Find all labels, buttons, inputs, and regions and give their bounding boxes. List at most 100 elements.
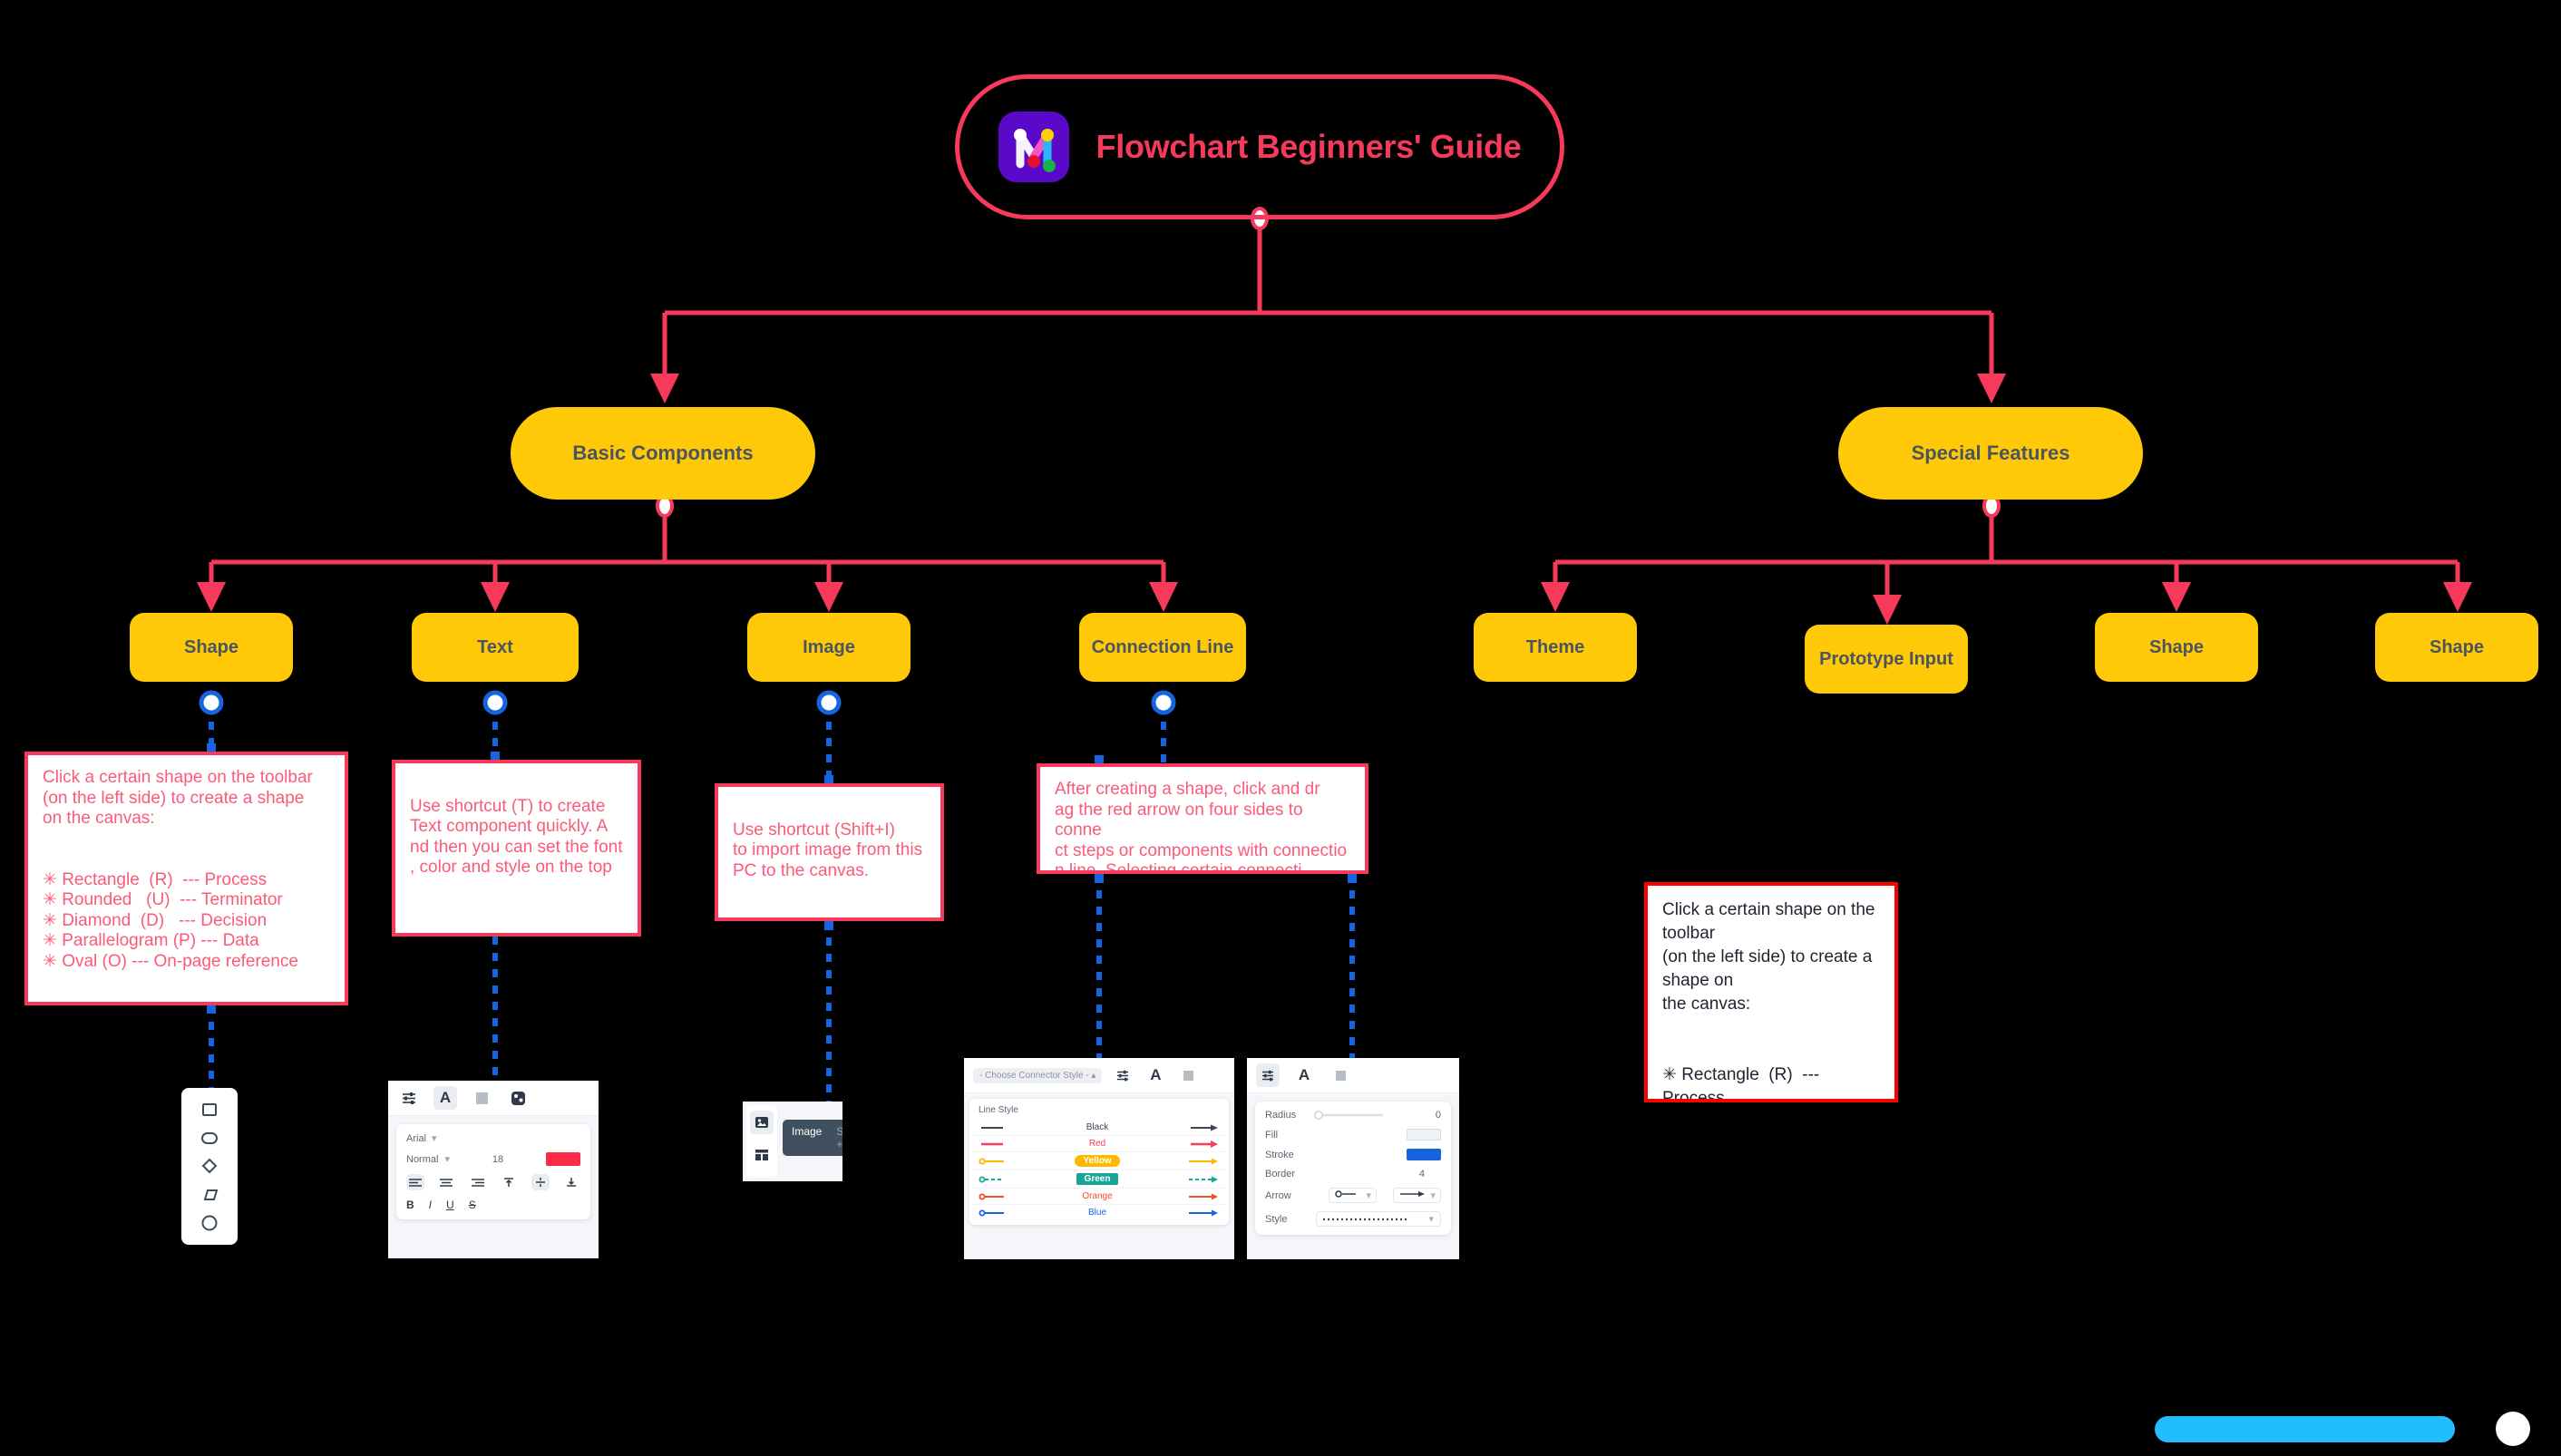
line-style-option-orange[interactable]: Orange [973, 1189, 1225, 1205]
rectangle-icon[interactable] [200, 1100, 219, 1120]
line-style-option-green[interactable]: Green [973, 1170, 1225, 1189]
style-row[interactable]: Style ▾ [1265, 1211, 1441, 1227]
parallelogram-icon[interactable] [200, 1185, 219, 1205]
leaf-node-image[interactable]: Image [747, 613, 910, 682]
sliders-icon[interactable] [1111, 1063, 1134, 1087]
bottom-progress-bar[interactable] [2155, 1416, 2455, 1442]
line-style-card[interactable]: Line Style Black Red Yellow Green [969, 1099, 1229, 1225]
font-family-row[interactable]: Arial ▾ [406, 1132, 580, 1145]
text-A-icon[interactable]: A [1150, 1066, 1162, 1083]
chevron-down-icon[interactable]: ▾ [432, 1133, 437, 1144]
text-A-icon[interactable]: A [433, 1086, 457, 1110]
underline-button[interactable]: U [446, 1199, 454, 1211]
border-width-value[interactable]: 4 [1418, 1169, 1425, 1179]
text-A-icon[interactable]: A [1298, 1066, 1310, 1083]
note-shape[interactable]: Click a certain shape on the toolbar (on… [24, 752, 348, 1005]
branch-node-special-features[interactable]: Special Features [1838, 407, 2143, 500]
leaf-label: Theme [1525, 636, 1585, 657]
align-middle-icon[interactable] [531, 1174, 550, 1190]
line-style-option-black[interactable]: Black [973, 1120, 1225, 1136]
chevron-down-icon[interactable]: ▾ [444, 1154, 450, 1165]
text-color-swatch[interactable] [545, 1152, 580, 1166]
shape-panel-toolbar[interactable]: A [1247, 1058, 1459, 1093]
text-style-row[interactable]: B I U S [406, 1199, 580, 1211]
theme-icon[interactable] [506, 1086, 530, 1110]
leaf-node-connection-line[interactable]: Connection Line [1079, 613, 1246, 682]
diamond-icon[interactable] [200, 1156, 219, 1176]
text-panel-screenshot[interactable]: A Arial ▾ Normal ▾ 18 [388, 1081, 599, 1258]
align-top-icon[interactable] [500, 1174, 518, 1190]
texture-icon[interactable] [1329, 1063, 1352, 1087]
root-title-node[interactable]: Flowchart Beginners' Guide [955, 74, 1564, 219]
image-icon[interactable] [750, 1111, 774, 1134]
bottom-round-button[interactable] [2496, 1412, 2530, 1446]
connector-panel-toolbar[interactable]: - Choose Connector Style - ▴ A [964, 1058, 1234, 1093]
border-label: Border [1265, 1169, 1296, 1179]
arrow-end-select[interactable]: ▾ [1393, 1188, 1441, 1203]
stroke-row[interactable]: Stroke [1265, 1149, 1441, 1160]
radius-value: 0 [1435, 1110, 1441, 1121]
line-style-select[interactable]: ▾ [1316, 1211, 1441, 1227]
text-format-card[interactable]: Arial ▾ Normal ▾ 18 [396, 1124, 590, 1219]
leaf-node-shape-3[interactable]: Shape [2375, 613, 2538, 682]
tooltip-label: Image [792, 1125, 823, 1138]
texture-icon[interactable] [470, 1086, 493, 1110]
leaf-node-shape[interactable]: Shape [130, 613, 293, 682]
arrow-start-select[interactable]: ▾ [1329, 1188, 1377, 1203]
leaf-node-shape-2[interactable]: Shape [2095, 613, 2258, 682]
leaf-node-theme[interactable]: Theme [1474, 613, 1637, 682]
image-panel-screenshot[interactable]: Image Shift + I [743, 1102, 842, 1181]
line-style-option-yellow[interactable]: Yellow [973, 1152, 1225, 1170]
line-style-option-blue[interactable]: Blue [973, 1205, 1225, 1220]
fill-row[interactable]: Fill [1265, 1129, 1441, 1141]
sliders-icon[interactable] [1256, 1063, 1280, 1087]
italic-button[interactable]: I [428, 1199, 433, 1211]
shape-properties-panel-screenshot[interactable]: A Radius 0 Fill Stroke Border [1247, 1058, 1459, 1259]
shape-toolbar-screenshot[interactable] [181, 1088, 238, 1245]
note-special-features[interactable]: Click a certain shape on the toolbar (on… [1644, 882, 1898, 1102]
branch-node-basic-components[interactable]: Basic Components [511, 407, 815, 500]
border-row[interactable]: Border 4 [1265, 1169, 1441, 1179]
note-text[interactable]: Use shortcut (T) to create Text componen… [392, 760, 641, 937]
note-connection-line[interactable]: After creating a shape, click and dr ag … [1037, 763, 1368, 874]
strikethrough-button[interactable]: S [468, 1199, 476, 1211]
fill-color-swatch[interactable] [1407, 1129, 1441, 1141]
layout-icon[interactable] [750, 1143, 774, 1167]
image-tooltip: Image Shift + I [783, 1120, 842, 1156]
font-style-row[interactable]: Normal ▾ 18 [406, 1152, 580, 1166]
leaf-label: Shape [2429, 636, 2485, 657]
align-center-icon[interactable] [437, 1174, 455, 1190]
align-left-icon[interactable] [406, 1174, 424, 1190]
stroke-color-swatch[interactable] [1407, 1149, 1441, 1160]
line-style-option-red[interactable]: Red [973, 1136, 1225, 1152]
sliders-icon[interactable] [397, 1086, 421, 1110]
chevron-up-icon[interactable]: ▴ [1091, 1070, 1096, 1081]
oval-icon[interactable] [200, 1213, 219, 1233]
align-right-icon[interactable] [469, 1174, 487, 1190]
bold-button[interactable]: B [406, 1199, 414, 1211]
connector-style-dropdown[interactable]: - Choose Connector Style - ▴ [973, 1067, 1103, 1083]
radius-label: Radius [1265, 1110, 1297, 1121]
radius-slider[interactable] [1312, 1110, 1436, 1121]
font-size-value[interactable]: 18 [492, 1153, 504, 1165]
branch-label: Special Features [1911, 442, 2070, 464]
note-image[interactable]: Use shortcut (Shift+I) to import image f… [715, 783, 944, 921]
leaf-node-text[interactable]: Text [412, 613, 579, 682]
font-family-value: Arial [406, 1132, 427, 1144]
leaf-label: Image [803, 636, 855, 657]
align-bottom-icon[interactable] [562, 1174, 580, 1190]
shape-properties-card[interactable]: Radius 0 Fill Stroke Border 4 Arrow [1255, 1102, 1451, 1235]
radius-row[interactable]: Radius 0 [1265, 1110, 1441, 1121]
arrow-row[interactable]: Arrow ▾ ▾ [1265, 1188, 1441, 1203]
text-panel-toolbar[interactable]: A [388, 1081, 599, 1116]
texture-icon[interactable] [1176, 1063, 1200, 1087]
image-tool-column[interactable] [746, 1105, 777, 1178]
leaf-node-prototype-input[interactable]: Prototype Input [1805, 625, 1968, 694]
connector-style-panel-screenshot[interactable]: - Choose Connector Style - ▴ A Line Styl… [964, 1058, 1234, 1259]
line-style-label: Blue [1087, 1208, 1106, 1218]
leaf-label: Connection Line [1091, 636, 1234, 657]
alignment-row[interactable] [406, 1174, 580, 1190]
rounded-rectangle-icon[interactable] [200, 1128, 219, 1148]
leaf-label: Shape [2148, 636, 2205, 657]
